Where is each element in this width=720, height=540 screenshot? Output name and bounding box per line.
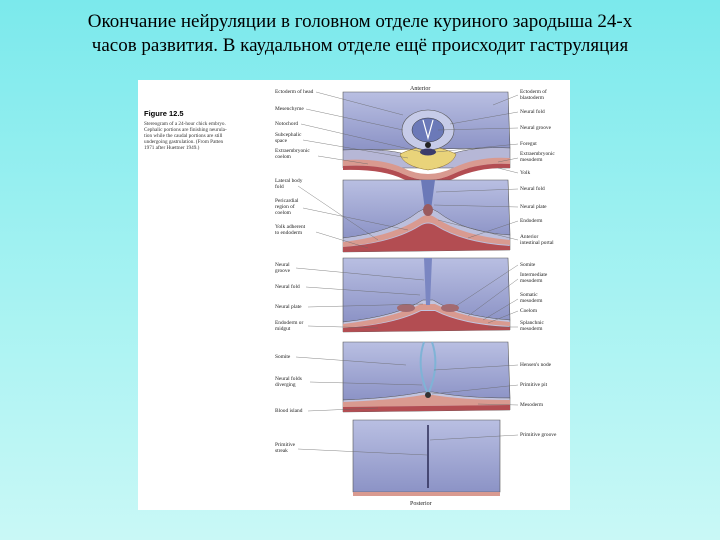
section-hensens-node (342, 341, 511, 413)
labels-right: Ectoderm of blastoderm Neural fold Neura… (429, 88, 557, 441)
label-notochord: Notochord (275, 121, 298, 127)
label-neural-folds-diverging: Neural folds (275, 375, 302, 382)
label-neural-groove-right: Neural groove (520, 125, 552, 131)
label-yolk: Yolk (520, 170, 531, 176)
label-ectoderm-of-head: Ectoderm of head (275, 88, 314, 95)
label-endoderm-midgut: Endoderm or (275, 320, 303, 326)
label-pericardial-coelom: coelom (275, 210, 292, 216)
label-yolk-adherent: Yolk adherent (275, 224, 306, 230)
label-neural-fold-r2: Neural fold (520, 185, 545, 192)
label-somatic-mesoderm-2: mesoderm (520, 298, 543, 304)
label-primitive-streak: Primitive (275, 442, 296, 448)
slide-title: Окончание нейруляции в головном отделе к… (0, 10, 720, 58)
label-pericardial-region: region of (275, 203, 295, 210)
label-anterior-intestinal: Anterior (520, 234, 538, 240)
label-splanchnic-mesoderm: Splanchnic (520, 320, 545, 326)
caption-line-3: tion while the caudal portions are still (144, 133, 223, 139)
label-neural-fold-left: Neural fold (275, 283, 300, 290)
label-yolk-adherent-endoderm: to endoderm (275, 230, 303, 236)
caption-line-2: Cephalic portions are finishing neurula- (144, 126, 227, 133)
label-primitive-pit: Primitive pit (520, 382, 548, 388)
label-neural-folds-diverging-2: diverging (275, 382, 296, 388)
labels-left: Ectoderm of head Mesenchyme Notochord Su… (275, 88, 428, 456)
figure-number: Figure 12.5 (144, 109, 184, 118)
caption-line-5: 1971 after Huettner 1949.) (144, 144, 200, 151)
section-pericardial (342, 179, 511, 253)
label-pericardial: Pericardial (275, 198, 299, 204)
label-somite-right: Somite (520, 262, 536, 268)
label-mesenchyme: Mesenchyme (275, 106, 304, 112)
label-extraembryonic-coelom: coelom (275, 154, 292, 160)
label-endoderm-midgut-2: midgut (275, 326, 291, 332)
label-somite-left: Somite (275, 354, 291, 360)
label-lateral-body: Lateral body (275, 178, 303, 184)
label-mesoderm: Mesoderm (520, 402, 544, 408)
slide-title-line-2: часов развития. В каудальном отделе ещё … (91, 35, 629, 56)
slide-title-line-1: Окончание нейруляции в головном отделе к… (87, 11, 633, 32)
label-anterior-intestinal-portal: intestinal portal (520, 240, 554, 246)
label-extraembryonic: Extraembryonic (275, 148, 310, 154)
label-lateral-body-fold: fold (275, 183, 284, 190)
label-blood-island: Blood island (275, 408, 303, 414)
label-extraembryonic-mesoderm-2: mesoderm (520, 157, 543, 163)
label-neural-plate-left: Neural plate (275, 304, 302, 310)
label-blastoderm: blastoderm (520, 95, 545, 101)
label-intermediate-mesoderm-2: mesoderm (520, 278, 543, 284)
figure-panel: Figure 12.5 Stereogram of a 24-hour chic… (138, 80, 570, 510)
caption-line-1: Stereogram of a 24-hour chick embryo. (144, 120, 226, 127)
label-splanchnic-mesoderm-2: mesoderm (520, 326, 543, 332)
section-somites (342, 257, 511, 333)
label-hensens-node: Hensen's node (520, 362, 552, 368)
label-primitive-groove: Primitive groove (520, 432, 557, 438)
label-somatic-mesoderm: Somatic (520, 292, 538, 298)
label-endoderm-right: Endoderm (520, 218, 543, 224)
label-neural-plate-right: Neural plate (520, 204, 547, 210)
label-extraembryonic-mesoderm: Extraembryonic (520, 151, 555, 157)
posterior-label: Posterior (410, 501, 432, 507)
section-head (342, 91, 511, 185)
embryo-stereogram: Figure 12.5 Stereogram of a 24-hour chic… (144, 86, 557, 507)
label-neural-fold-r1: Neural fold (520, 108, 545, 115)
anterior-label: Anterior (410, 86, 430, 92)
label-subcephalic: Subcephalic (275, 132, 302, 138)
label-neural-groove-left-2: groove (275, 268, 291, 274)
label-neural-groove-left: Neural (275, 262, 290, 268)
section-primitive-streak (352, 419, 501, 496)
label-subcephalic-space: space (275, 138, 288, 144)
label-primitive-streak-2: streak (275, 448, 288, 454)
label-ectoderm-of-blastoderm: Ectoderm of (520, 88, 547, 95)
label-intermediate-mesoderm: Intermediate (520, 272, 548, 278)
label-foregut: Foregut (520, 141, 537, 147)
label-coelom: Coelom (520, 308, 538, 314)
caption-line-4: undergoing gastrulation. (From Patten (144, 138, 224, 145)
